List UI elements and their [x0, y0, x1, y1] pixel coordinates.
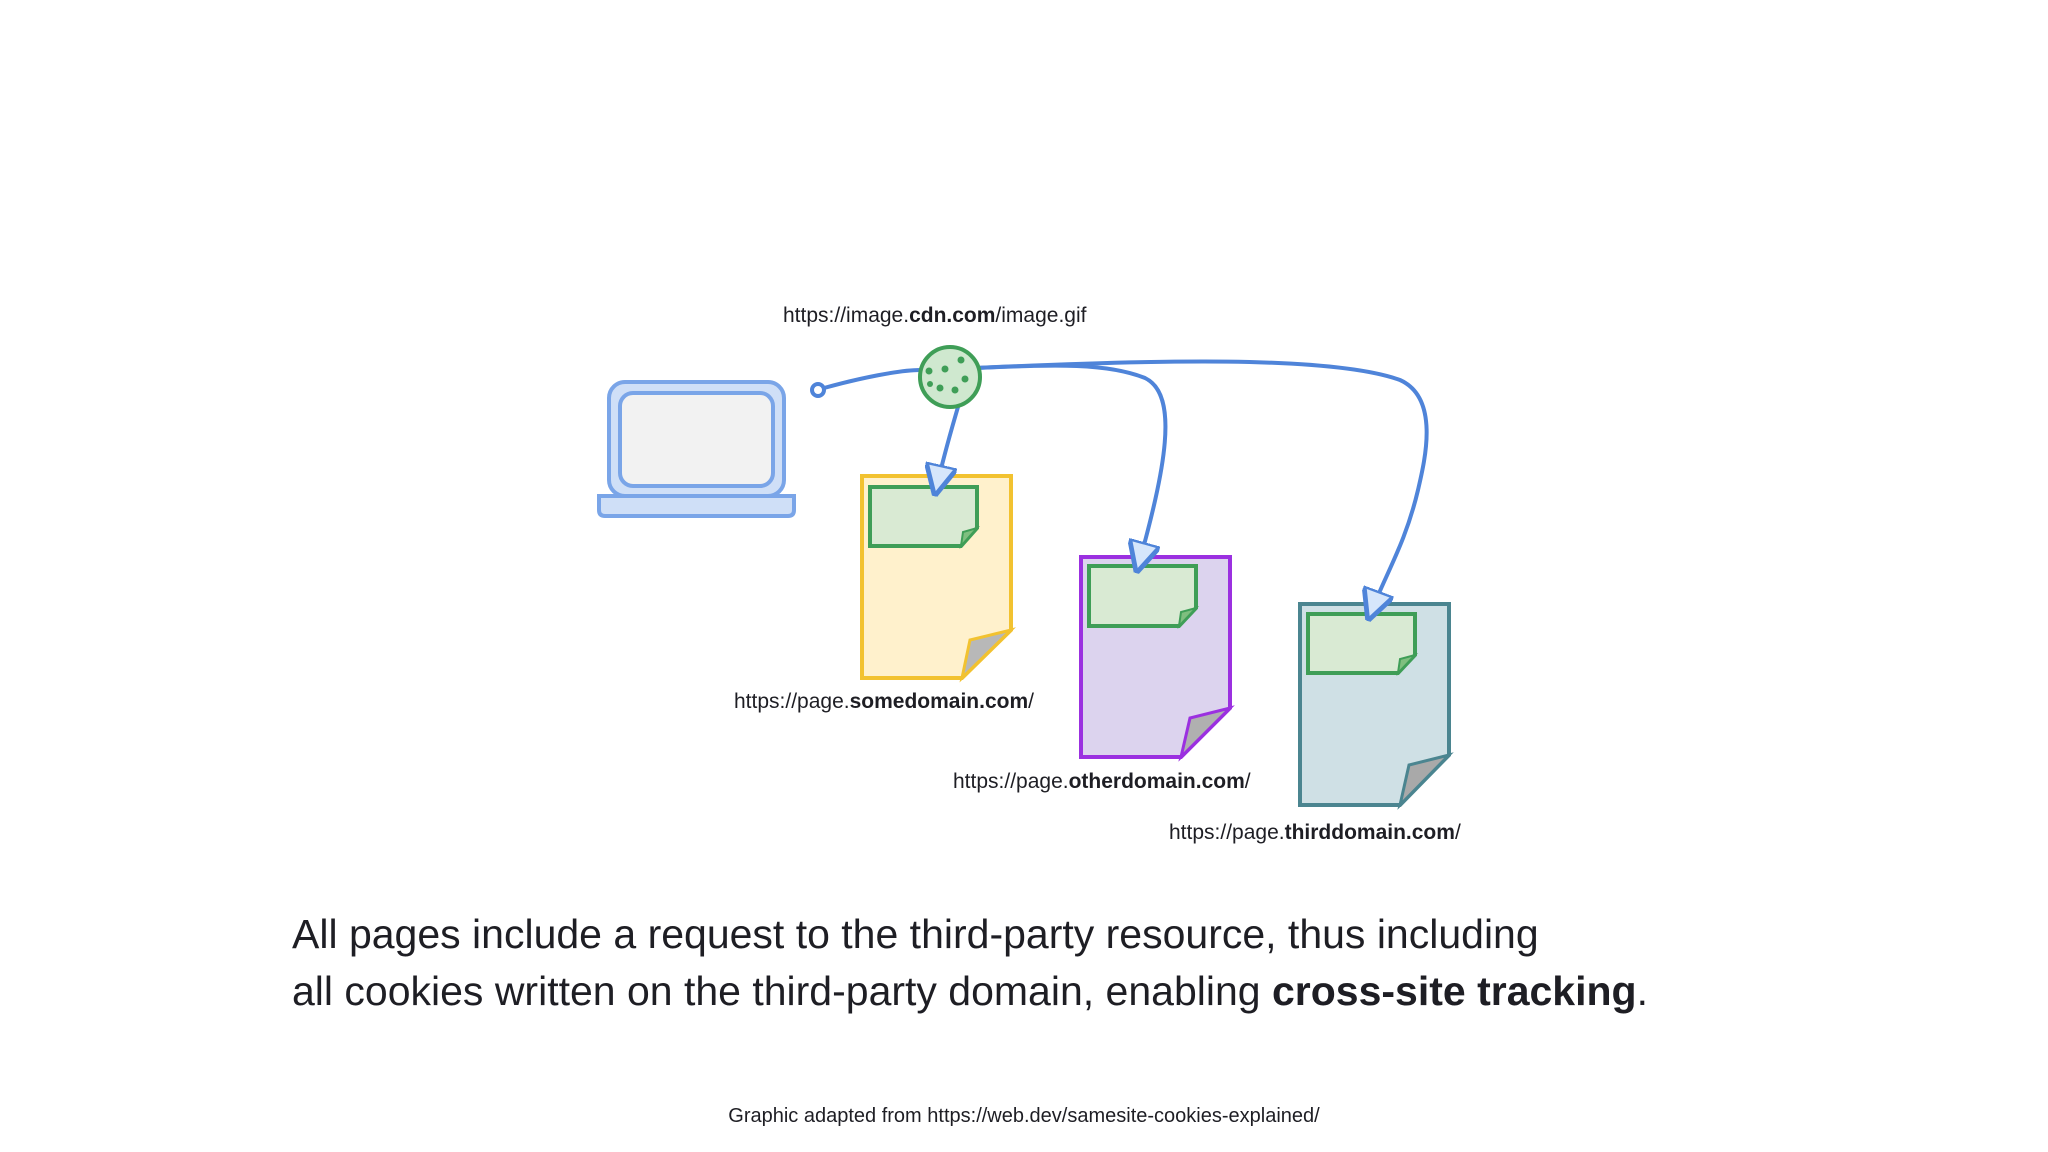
page-url-prefix: https://page.: [1169, 821, 1285, 844]
caption-line-1: All pages include a request to the third…: [292, 911, 1539, 957]
page-url-domain: otherdomain.com: [1068, 770, 1245, 793]
page-url-domain: thirddomain.com: [1284, 821, 1455, 844]
cookie-icon: [918, 345, 982, 409]
page-url-prefix: https://page.: [953, 770, 1069, 793]
caption-emphasis: cross-site tracking: [1271, 968, 1637, 1014]
cdn-url-domain: cdn.com: [909, 304, 996, 327]
caption-period: .: [1636, 968, 1648, 1014]
slide-caption: All pages include a request to the third…: [292, 906, 1912, 1020]
document-icon: [1079, 555, 1235, 762]
cdn-url-path: /image.gif: [995, 304, 1087, 327]
thirddomain-url-label: https://page.thirddomain.com/: [1169, 821, 1461, 845]
page-url-prefix: https://page.: [734, 690, 850, 713]
page-url-path: /: [1028, 690, 1034, 713]
cdn-url-prefix: https://image.: [783, 304, 910, 327]
caption-line-2-text: all cookies written on the third-party d…: [292, 968, 1272, 1014]
caption-line-2: all cookies written on the third-party d…: [292, 963, 1912, 1020]
page-url-path: /: [1454, 821, 1461, 844]
cdn-url-label: https://image.cdn.com/image.gif: [783, 304, 1086, 328]
laptop-icon: [597, 380, 796, 518]
somedomain-url-label: https://page.somedomain.com/: [734, 690, 1034, 714]
document-icon: [860, 474, 1016, 683]
request-line: [810, 368, 921, 398]
cookie-arrows: [936, 359, 1429, 615]
source-credit: Graphic adapted from https://web.dev/sam…: [728, 1105, 1320, 1127]
page-url-path: /: [1244, 770, 1251, 793]
otherdomain-url-label: https://page.otherdomain.com/: [953, 770, 1251, 794]
document-icon: [1298, 602, 1454, 810]
page-url-domain: somedomain.com: [849, 690, 1029, 713]
